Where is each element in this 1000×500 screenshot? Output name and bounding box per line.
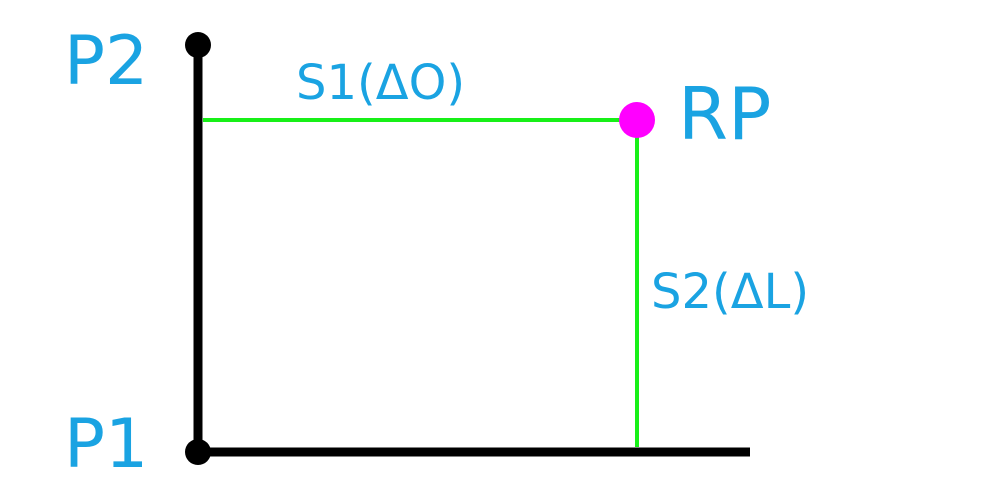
p2-label: P2 xyxy=(64,22,148,101)
p1-point xyxy=(185,439,211,465)
rp-label: RP xyxy=(678,72,771,156)
rp-point xyxy=(619,102,655,138)
p1-label: P1 xyxy=(64,405,148,484)
s1-label: S1(ΔO) xyxy=(296,55,465,111)
p2-point xyxy=(185,32,211,58)
s2-label: S2(ΔL) xyxy=(651,264,809,320)
